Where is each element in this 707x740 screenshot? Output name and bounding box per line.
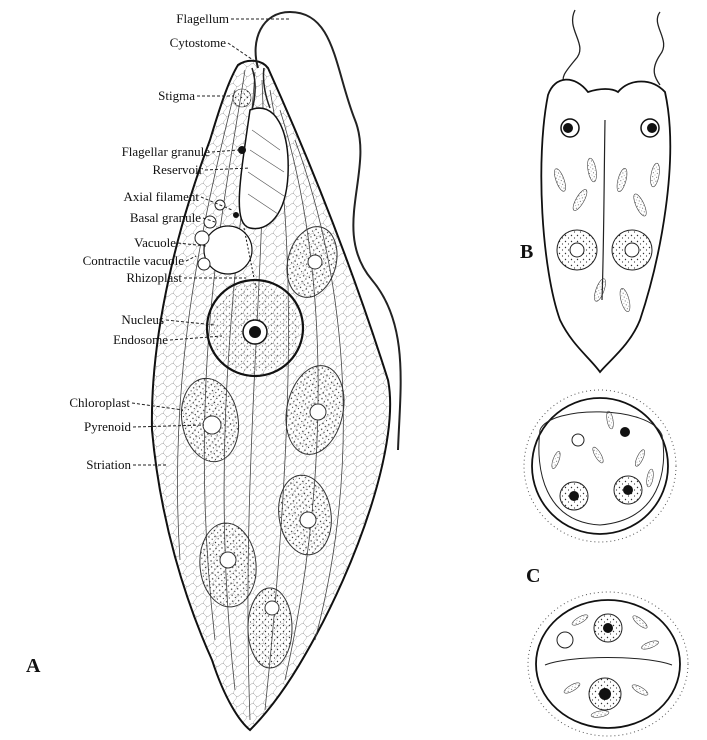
contractile-vacuole: [195, 231, 209, 245]
label-striation: Striation: [86, 457, 131, 472]
basal-granule: [233, 212, 239, 218]
label-endosome: Endosome: [113, 332, 168, 347]
panel-label-b: B: [520, 241, 533, 263]
cell-c: C: [524, 390, 688, 736]
label-contractile-vacuole: Contractile vacuole: [83, 253, 185, 268]
cell-a: Flagellum Cytostome Stigma Flagellar gra…: [26, 11, 401, 730]
label-cytostome: Cytostome: [170, 35, 227, 50]
label-chloroplast: Chloroplast: [69, 395, 130, 410]
label-pyrenoid: Pyrenoid: [84, 419, 131, 434]
panel-label-c: C: [526, 565, 540, 587]
pyrenoid: [203, 416, 221, 434]
label-flagellum: Flagellum: [176, 11, 229, 26]
chloroplast: [248, 588, 292, 668]
cell-b: B: [520, 10, 670, 372]
label-rhizoplast: Rhizoplast: [126, 270, 182, 285]
label-flagellar-granule: Flagellar granule: [122, 144, 211, 159]
flagellar-granule: [238, 146, 246, 154]
label-basal-granule: Basal granule: [130, 210, 201, 225]
stigma: [233, 89, 251, 107]
panel-label-a: A: [26, 655, 41, 677]
label-vacuole: Vacuole: [134, 235, 176, 250]
label-nucleus: Nucleus: [121, 312, 164, 327]
label-axial-filament: Axial filament: [124, 189, 200, 204]
label-reservoir: Reservoir: [152, 162, 203, 177]
label-stigma: Stigma: [158, 88, 195, 103]
